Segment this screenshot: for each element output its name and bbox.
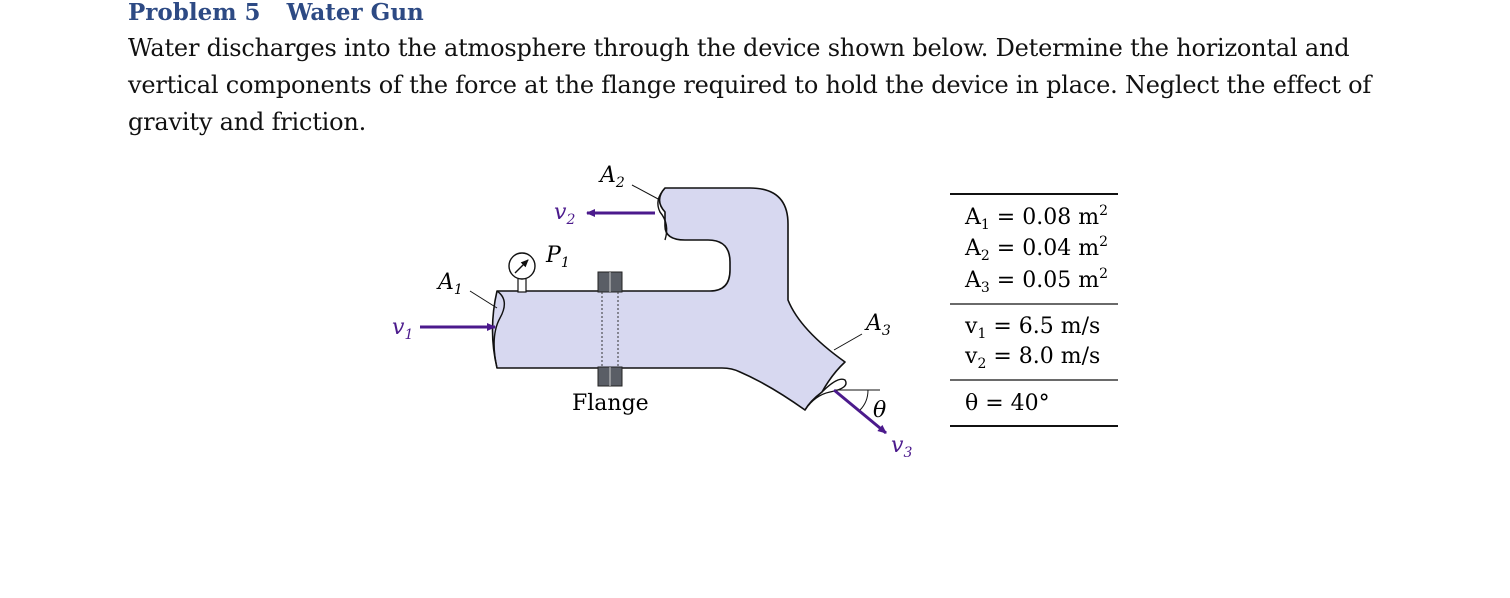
given-v2: v2 = 8.0 m/s (964, 344, 1100, 372)
given-theta: θ = 40° (965, 391, 1050, 416)
a2-leader (631, 184, 661, 201)
given-v1: v1 = 6.5 m/s (964, 314, 1100, 342)
a3-leader (833, 333, 863, 351)
problem-title: Problem 5 Water Gun (128, 0, 450, 28)
outlet-2-cut (657, 187, 668, 241)
given-a2: A2 = 0.04 m2 (964, 234, 1108, 264)
inlet-cut (493, 290, 505, 369)
label-a3: A3 (864, 311, 891, 339)
label-theta: θ (873, 398, 886, 423)
outlet-3-cut (804, 378, 847, 411)
a1-leader (469, 290, 498, 309)
label-flange: Flange (572, 391, 649, 416)
label-a1: A1 (436, 270, 463, 298)
given-values-table: A1 = 0.08 m2 A2 = 0.04 m2 A3 = 0.05 m2 v… (950, 193, 1118, 427)
label-a2: A2 (598, 163, 625, 191)
v3-arrow (833, 388, 887, 435)
theta-arc (859, 389, 869, 411)
problem-name: Water Gun (286, 0, 424, 26)
problem-header: Problem 5 Water Gun (128, 0, 450, 28)
problem-statement: Water discharges into the atmosphere thr… (128, 34, 1372, 136)
given-a1: A1 = 0.08 m2 (964, 203, 1108, 233)
label-p1: P1 (545, 243, 570, 271)
label-v3: v3 (891, 433, 912, 461)
label-v1: v1 (392, 315, 413, 343)
gauge-stem (517, 277, 527, 293)
device-body (491, 187, 846, 411)
label-v2: v2 (554, 200, 575, 228)
given-a3: A3 = 0.05 m2 (964, 266, 1108, 296)
problem-number: Problem 5 (128, 0, 261, 26)
